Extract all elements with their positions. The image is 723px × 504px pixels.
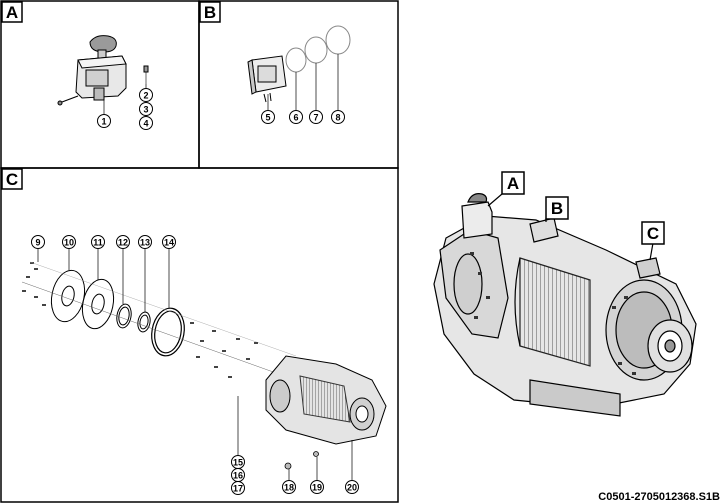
callout-12: 12 — [116, 235, 130, 249]
ring-13 — [137, 311, 151, 333]
label-disc-6 — [285, 47, 307, 73]
clutch-disc-10 — [50, 269, 86, 323]
panel-c-leaders — [37, 249, 353, 480]
panel-c-tag: C — [1, 168, 23, 190]
overview-label-c: C — [647, 224, 659, 243]
label-discs — [285, 25, 351, 73]
transmission-exploded — [265, 355, 387, 445]
svg-text:8: 8 — [335, 113, 340, 123]
svg-text:19: 19 — [312, 483, 322, 493]
panel-b-label: B — [204, 3, 216, 22]
callout-9: 9 — [31, 235, 45, 249]
callout-17: 17 — [231, 481, 245, 495]
svg-text:12: 12 — [118, 238, 128, 248]
svg-text:17: 17 — [233, 484, 243, 494]
panel-frames — [0, 0, 399, 503]
label-disc-8 — [325, 25, 351, 55]
shift-selector-drawing — [57, 35, 149, 106]
ring-14 — [151, 307, 185, 357]
callout-14: 14 — [162, 235, 176, 249]
svg-text:20: 20 — [347, 483, 357, 493]
svg-text:1: 1 — [101, 117, 106, 127]
transmission-overview — [433, 193, 697, 417]
callout-13: 13 — [138, 235, 152, 249]
callout-5: 5 — [261, 110, 275, 124]
svg-text:6: 6 — [293, 113, 298, 123]
tcu-drawing — [247, 55, 287, 103]
bolt-set-15 — [190, 322, 258, 378]
svg-text:15: 15 — [233, 458, 243, 468]
svg-text:16: 16 — [233, 471, 243, 481]
callout-18: 18 — [282, 480, 296, 494]
callout-3: 3 — [139, 102, 153, 116]
figure-reference-code: C0501-2705012368.S1B — [598, 491, 720, 503]
svg-text:18: 18 — [284, 483, 294, 493]
overview-label-b: B — [551, 199, 563, 218]
callout-11: 11 — [91, 235, 105, 249]
callout-20: 20 — [345, 480, 359, 494]
svg-text:5: 5 — [265, 113, 270, 123]
callout-6: 6 — [289, 110, 303, 124]
bolt-set-9 — [22, 262, 46, 306]
callout-4: 4 — [139, 116, 153, 130]
callout-16: 16 — [231, 468, 245, 482]
callout-8: 8 — [331, 110, 345, 124]
callout-1: 1 — [97, 114, 111, 128]
label-disc-7 — [304, 36, 328, 64]
assembly-axis — [21, 281, 291, 379]
svg-text:14: 14 — [164, 238, 174, 248]
overview-label-a: A — [507, 174, 519, 193]
ring-12 — [116, 303, 132, 329]
overview-tag-c: C — [641, 221, 665, 245]
callout-2: 2 — [139, 88, 153, 102]
panel-a-tag: A — [1, 1, 23, 23]
panel-b-frame — [198, 0, 399, 169]
callout-10: 10 — [62, 235, 76, 249]
clutch-disc-11 — [81, 278, 115, 330]
panel-b-tag: B — [199, 1, 221, 23]
callout-7: 7 — [309, 110, 323, 124]
svg-text:11: 11 — [93, 238, 103, 248]
svg-text:3: 3 — [143, 105, 148, 115]
svg-text:2: 2 — [143, 91, 148, 101]
callout-15: 15 — [231, 455, 245, 469]
svg-text:13: 13 — [140, 238, 150, 248]
panel-c-frame — [0, 167, 399, 503]
assembly-guide — [29, 261, 297, 357]
svg-text:9: 9 — [35, 238, 40, 248]
small-parts-18-19 — [284, 451, 319, 470]
panel-a-label: A — [6, 3, 18, 22]
callout-19: 19 — [310, 480, 324, 494]
svg-text:4: 4 — [143, 119, 148, 129]
svg-text:10: 10 — [64, 238, 74, 248]
overview-tag-a: A — [501, 171, 525, 195]
overview-bolts — [470, 252, 636, 375]
svg-text:7: 7 — [313, 113, 318, 123]
panel-c-label: C — [6, 170, 18, 189]
callout-bubbles: 1 2 3 4 5 6 7 8 9 10 11 12 13 14 15 16 1… — [31, 88, 359, 495]
panel-b-leaders — [267, 54, 339, 110]
overview-tag-b: B — [545, 196, 569, 220]
